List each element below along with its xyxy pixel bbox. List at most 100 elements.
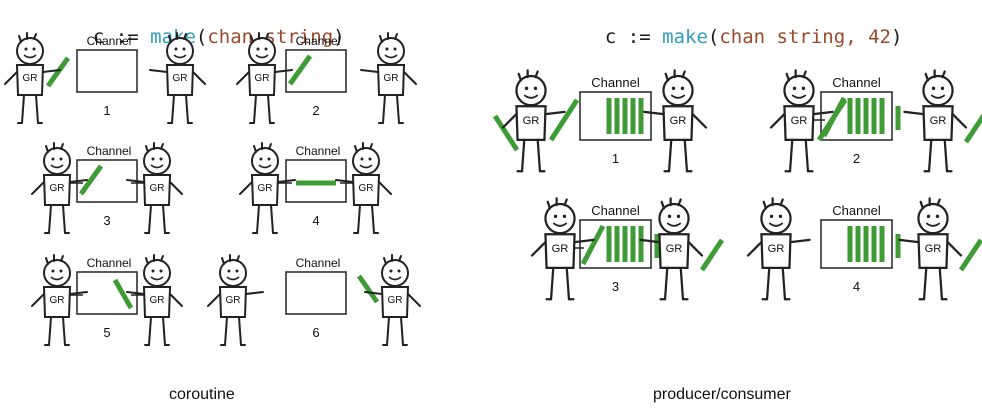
hair xyxy=(924,72,930,82)
channel-label: Channel xyxy=(591,75,640,90)
smile xyxy=(768,222,784,227)
goroutine-label: GR xyxy=(50,183,65,194)
goroutine-label: GR xyxy=(930,115,947,127)
held-value-rod xyxy=(548,98,580,142)
eye xyxy=(235,269,239,273)
value-rod xyxy=(287,54,313,86)
smile xyxy=(388,276,402,281)
leg-right xyxy=(396,94,400,124)
smile xyxy=(791,94,807,99)
code-paren-close: ) xyxy=(333,26,345,48)
eye xyxy=(671,86,676,90)
arm-right xyxy=(812,110,834,116)
hair xyxy=(160,143,164,150)
leg-right xyxy=(35,94,39,124)
eye xyxy=(533,86,538,90)
eye xyxy=(264,47,268,51)
code-paren-close: ) xyxy=(890,26,903,48)
hair xyxy=(517,72,523,82)
arm-left xyxy=(643,110,665,116)
leg-left xyxy=(48,204,52,234)
shirt xyxy=(42,174,72,206)
goroutine-label: GR xyxy=(50,295,65,306)
hair xyxy=(145,145,149,153)
shirt xyxy=(922,105,954,141)
leg-right xyxy=(371,204,375,234)
leg-left xyxy=(788,138,794,173)
goroutine-label: GR xyxy=(768,243,785,255)
leg-left xyxy=(357,204,361,234)
left-caption: coroutine xyxy=(169,386,235,403)
sender-goroutine: GR xyxy=(4,32,61,124)
smile xyxy=(523,94,539,99)
eye xyxy=(931,86,936,90)
arm-right xyxy=(946,240,963,257)
code-op: := xyxy=(627,26,651,48)
leg-right xyxy=(400,316,404,346)
hair xyxy=(250,35,254,43)
consumer-goroutine: GR xyxy=(639,197,704,301)
channel-box xyxy=(285,271,347,315)
producer-goroutine: GR xyxy=(501,69,566,173)
goroutine-label: GR xyxy=(523,115,540,127)
smile xyxy=(23,54,37,59)
eye xyxy=(778,214,783,219)
hair xyxy=(160,255,164,262)
arm-right xyxy=(544,110,566,116)
eye xyxy=(676,214,681,219)
channel-label: Channel xyxy=(296,144,341,158)
eye xyxy=(393,47,397,51)
step-number: 1 xyxy=(103,103,110,118)
smile xyxy=(50,276,64,281)
hair xyxy=(168,35,172,43)
goroutine-label: GR xyxy=(359,183,374,194)
eye xyxy=(59,269,63,273)
arm-right xyxy=(274,69,293,73)
eye xyxy=(259,157,263,161)
shirt xyxy=(783,105,815,141)
hair xyxy=(677,198,682,207)
leg-right xyxy=(62,204,66,234)
hair xyxy=(60,143,64,150)
head xyxy=(917,202,949,235)
smile xyxy=(359,164,373,169)
leg-right xyxy=(683,138,689,173)
shirt xyxy=(917,233,949,269)
step-number: 6 xyxy=(312,325,319,340)
left-code: c := make(chan string) xyxy=(70,4,345,48)
receiver-goroutine: GR xyxy=(364,254,421,346)
leg-right xyxy=(238,316,242,346)
eye xyxy=(151,157,155,161)
eye xyxy=(51,157,55,161)
eye xyxy=(32,47,36,51)
goroutine-label: GR xyxy=(791,115,808,127)
eye xyxy=(562,214,567,219)
shirt xyxy=(42,286,72,318)
eye xyxy=(360,157,364,161)
goroutine-label: GR xyxy=(258,183,273,194)
code-func: make xyxy=(662,26,708,48)
hair xyxy=(45,145,49,153)
incoming-value-rod xyxy=(821,96,847,138)
goroutine-label: GR xyxy=(150,295,165,306)
eye xyxy=(182,47,186,51)
producer-goroutine: GR xyxy=(769,69,834,173)
receiver-goroutine: GR xyxy=(126,142,183,234)
smile xyxy=(258,164,272,169)
incoming-value-rod xyxy=(580,224,606,266)
arm-right xyxy=(789,238,811,244)
hair xyxy=(379,35,383,43)
hair xyxy=(941,70,946,79)
leg-right xyxy=(565,266,571,301)
leg-left xyxy=(253,94,257,124)
smile xyxy=(150,276,164,281)
smile xyxy=(150,164,164,169)
shirt xyxy=(515,105,547,141)
shirt xyxy=(760,233,792,269)
goroutine-label: GR xyxy=(552,243,569,255)
hair xyxy=(236,255,240,262)
smile xyxy=(925,222,941,227)
